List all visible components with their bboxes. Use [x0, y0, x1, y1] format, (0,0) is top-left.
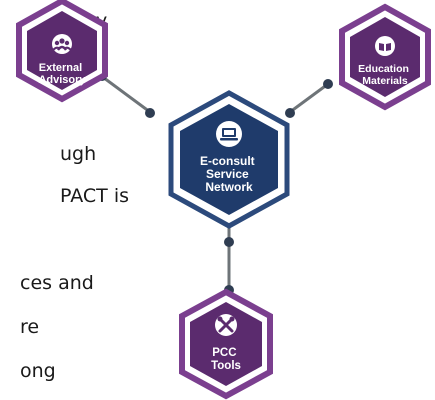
text-line-3: ugh — [60, 143, 97, 165]
node-pcc-tools: PCC Tools — [179, 288, 273, 400]
people-group-icon — [52, 34, 72, 54]
text-line-7: ong — [20, 360, 56, 382]
pcc-tools-label-1: PCC — [212, 347, 236, 359]
node-econsult-service-network: E-consult Service Network — [168, 90, 290, 229]
node-external-advisory: External Advisory — [16, 0, 108, 103]
center-label-2: Service — [206, 167, 249, 181]
pcc-tools-inner-hex — [190, 302, 262, 386]
dot-right-inner — [285, 108, 295, 118]
svg-text:PCC Tools: PCC Tools — [211, 347, 241, 372]
education-materials-label-2: Materials — [362, 75, 408, 87]
dot-left-inner — [145, 108, 155, 118]
slide-body-text: y o ugh PACT is ces and re ong — [0, 0, 129, 400]
education-materials-label-1: Education — [358, 63, 409, 75]
book-icon — [375, 36, 395, 56]
node-education-materials: Education Materials — [339, 3, 431, 111]
connector-left — [99, 73, 151, 114]
text-line-5: ces and — [20, 272, 94, 294]
connector-right — [289, 82, 329, 114]
dot-bottom-top — [224, 237, 234, 247]
external-advisory-label-2: Advisory — [38, 74, 86, 86]
external-advisory-label-1: External — [39, 62, 82, 74]
center-inner-hex — [180, 104, 278, 215]
svg-text:External Advisory: External Advisory — [38, 62, 86, 86]
text-line-4: PACT is — [60, 185, 129, 207]
svg-text:Education Materials: Education Materials — [358, 63, 412, 87]
laptop-icon — [216, 121, 242, 147]
dot-right-outer — [323, 79, 333, 89]
center-label-1: E-consult — [200, 154, 255, 168]
tools-icon — [215, 314, 237, 336]
education-materials-inner-hex — [350, 17, 420, 97]
center-label-3: Network — [205, 180, 253, 194]
pcc-tools-label-2: Tools — [211, 360, 241, 372]
svg-text:E-consult Service: E-consult Service Network — [200, 154, 258, 194]
text-line-6: re — [20, 316, 40, 338]
